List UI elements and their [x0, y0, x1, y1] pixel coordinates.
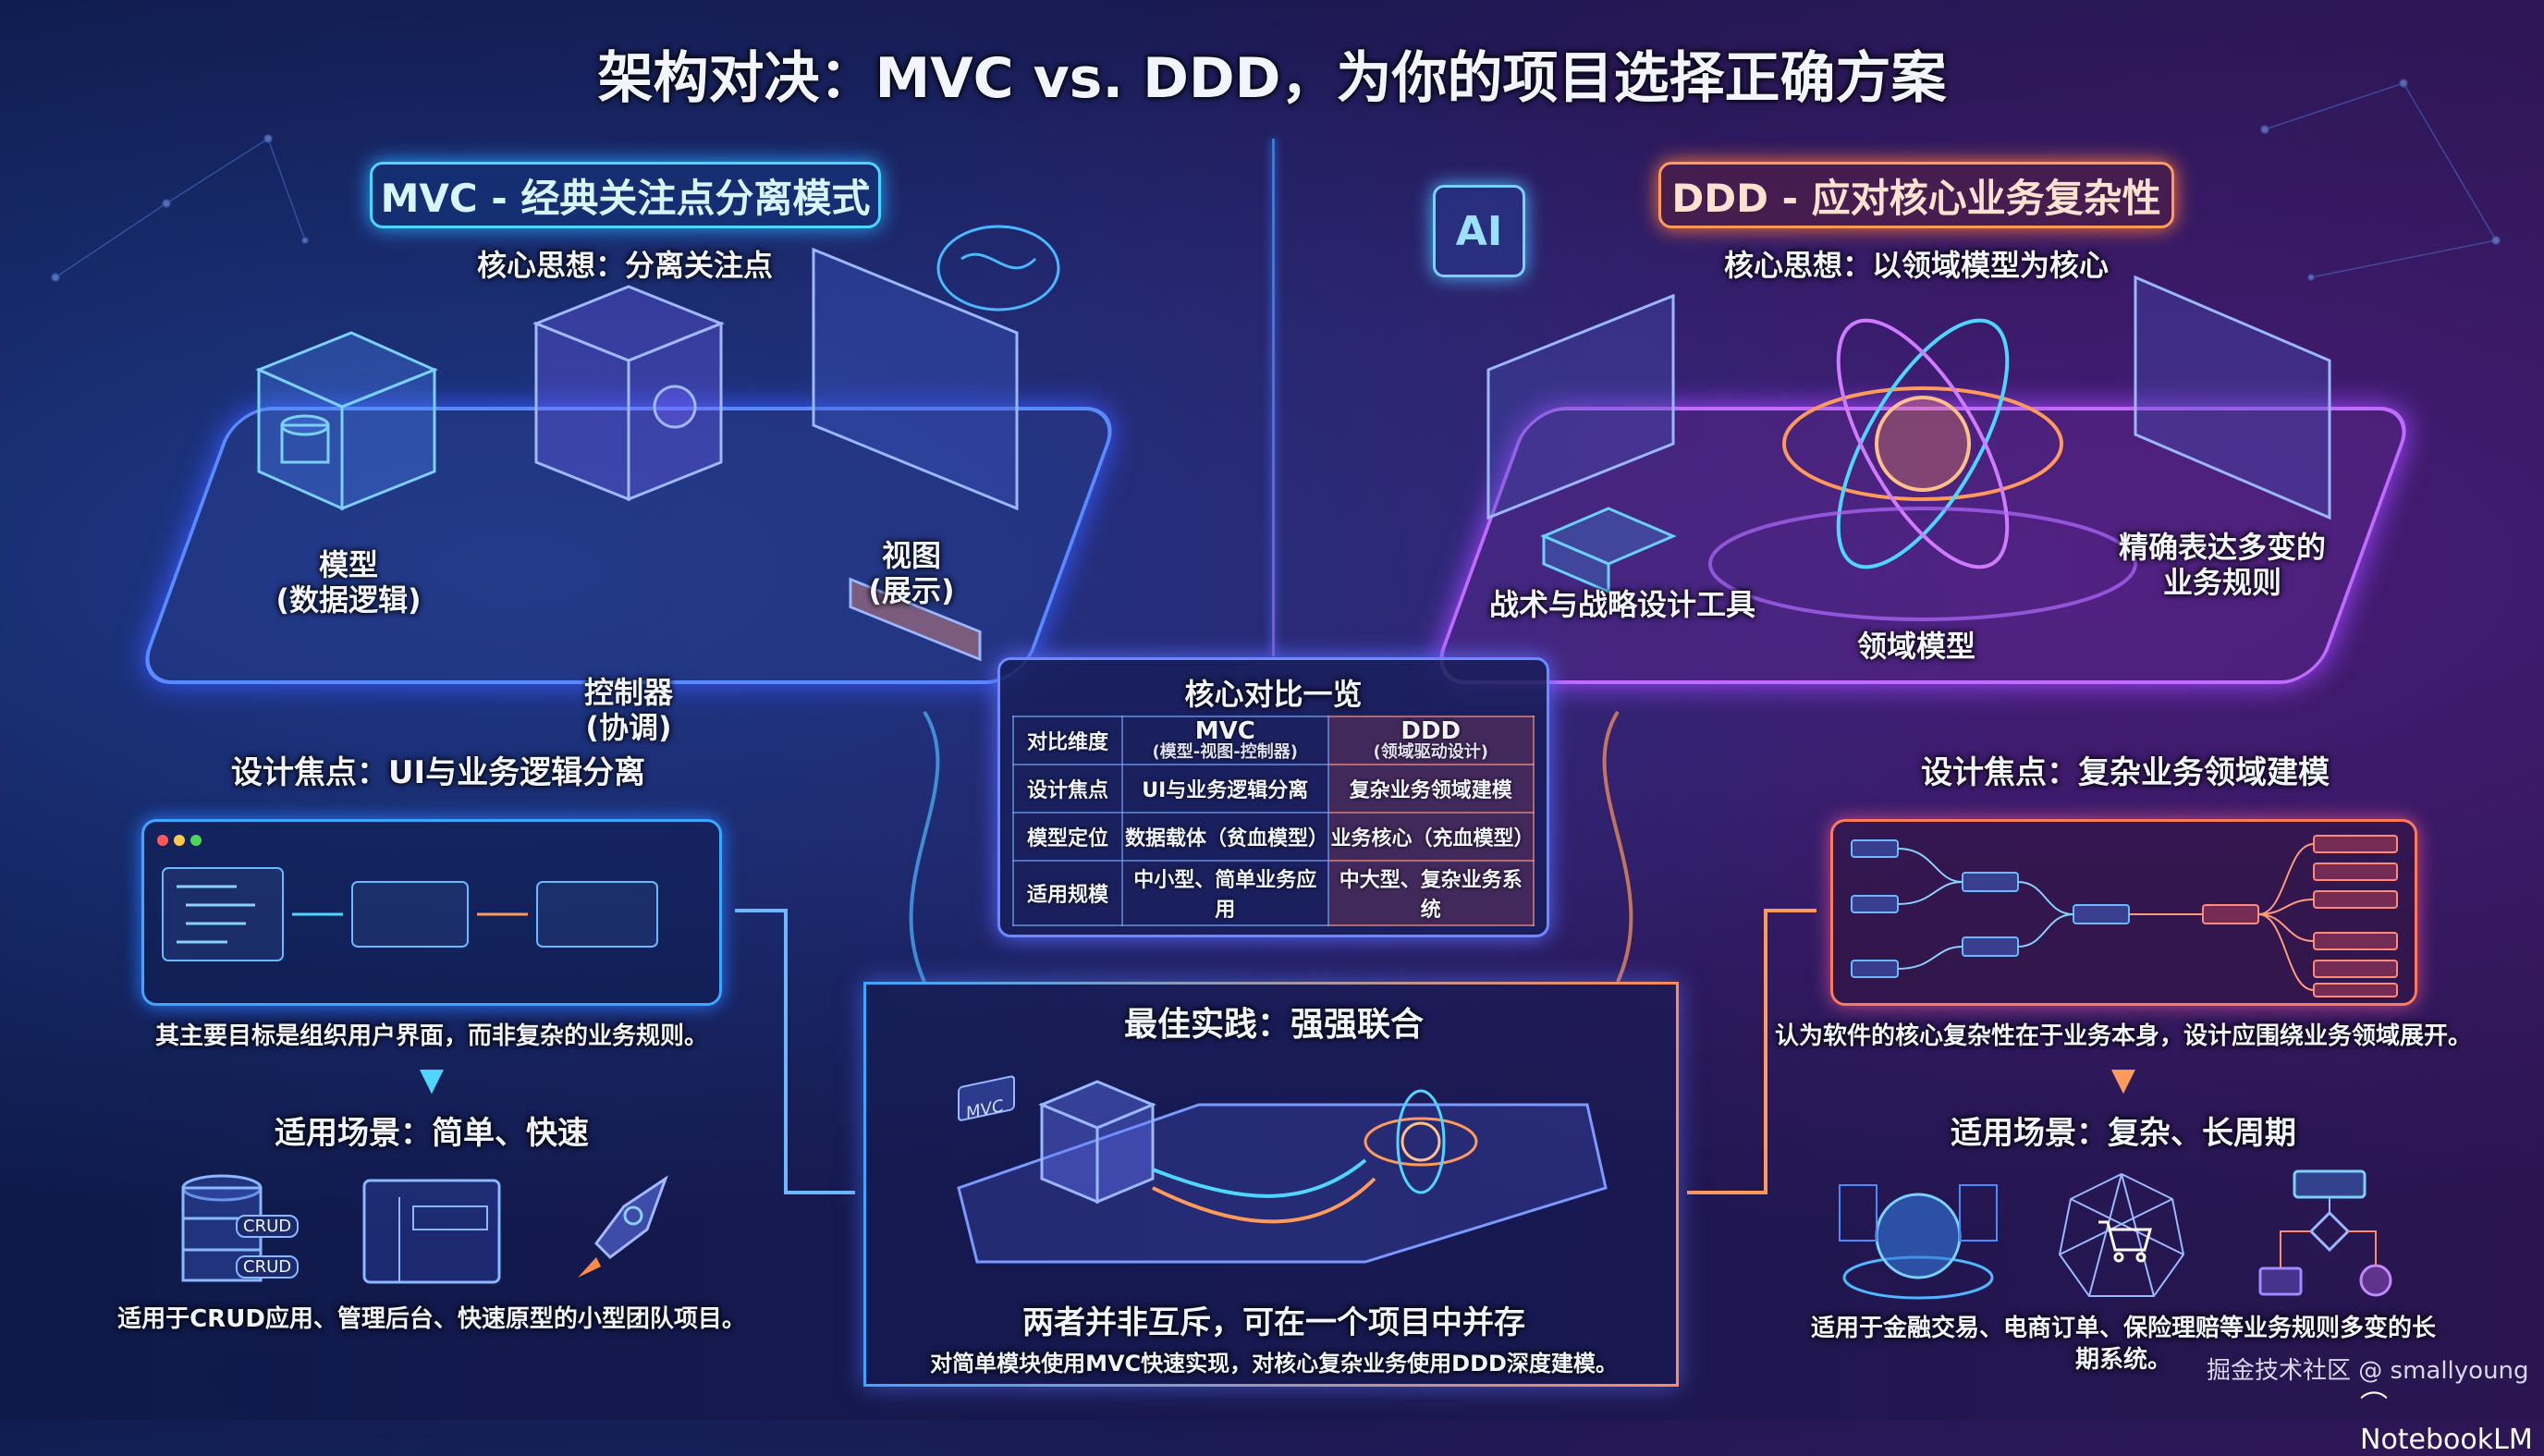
- controller-label-line1: 控制器: [583, 675, 674, 710]
- database-crud-icon: CRUD CRUD: [180, 1174, 300, 1290]
- view-label-line1: 视图: [881, 538, 942, 573]
- header-mvc-sub: (模型-视图-控制器): [1152, 742, 1298, 762]
- domain-model-label: 领域模型: [1856, 629, 1976, 664]
- best-practice-panel: 最佳实践：强强联合 MVC 两者并非互斥，可在一个项目中并存 对简单模块使用MV…: [863, 982, 1679, 1387]
- row-mvc-cell: 数据载体（贫血模型）: [1121, 812, 1329, 862]
- screen-panel-icon: [1486, 275, 2331, 520]
- combined-architecture-illustration: [957, 1075, 1608, 1264]
- table-header-row: 对比维度 MVC(模型-视图-控制器) DDD(领域驱动设计): [1012, 716, 1535, 765]
- best-practice-headline: 两者并非互斥，可在一个项目中并存: [1022, 1304, 1525, 1341]
- table-row: 适用规模中小型、简单业务应用中大型、复杂业务系统: [1012, 860, 1535, 926]
- mvc-illustration: [255, 225, 1060, 662]
- controller-label: 控制器(协调): [584, 675, 673, 745]
- view-screen-icon: [812, 247, 1019, 662]
- controller-label-line2: (协调): [585, 710, 672, 745]
- workflow-decision-icon: [2258, 1169, 2392, 1297]
- watermark: 掘金技术社区 @ smallyoung: [2207, 1357, 2529, 1385]
- domain-network-graphic: [1851, 835, 2398, 997]
- ddd-scenario-title: 适用场景：复杂、长周期: [1951, 1115, 2296, 1152]
- ecommerce-network-icon: [2058, 1172, 2185, 1297]
- ai-chip-icon: AI: [1433, 185, 1525, 277]
- ddd-description: 认为软件的核心复杂性在于业务本身，设计应围绕业务领域展开。: [1774, 1022, 2473, 1050]
- row-dimension: 设计焦点: [1012, 764, 1123, 814]
- shopping-cart-icon: [2098, 1220, 2152, 1263]
- view-label-line2: (展示): [868, 573, 955, 608]
- model-label-line1: 模型: [318, 547, 379, 582]
- domain-model-orb-icon: [1708, 318, 2137, 621]
- ddd-core-idea: 核心思想：以领域模型为核心: [1723, 248, 2110, 283]
- ddd-design-focus: 设计焦点：复杂业务领域建模: [1921, 754, 2330, 791]
- view-label: 视图(展示): [868, 538, 954, 608]
- rocket-icon: [578, 1175, 668, 1278]
- row-mvc-cell: 中小型、简单业务应用: [1121, 860, 1329, 926]
- row-dimension: 适用规模: [1012, 860, 1123, 926]
- ddd-scenario-caption-line1: 适用于金融交易、电商订单、保险理赔等业务规则多变的长: [1810, 1315, 2437, 1342]
- ddd-scenario-caption: 适用于金融交易、电商订单、保险理赔等业务规则多变的长期系统。: [1811, 1313, 2436, 1376]
- row-ddd-cell: 复杂业务领域建模: [1327, 764, 1535, 814]
- down-arrow-icon: ▼: [419, 1061, 445, 1098]
- best-practice-title: 最佳实践：强强联合: [1123, 1006, 1425, 1044]
- business-rules-line1: 精确表达多变的: [2118, 530, 2327, 565]
- ddd-header: DDD - 应对核心业务复杂性: [1658, 162, 2174, 228]
- comparison-panel: 核心对比一览 对比维度 MVC(模型-视图-控制器) DDD(领域驱动设计) 设…: [997, 657, 1549, 937]
- business-rules-line2: 业务规则: [2162, 565, 2282, 600]
- code-flow-graphic: [157, 835, 658, 961]
- constellation-decoration: [51, 79, 2501, 1194]
- row-dimension: 模型定位: [1012, 812, 1123, 862]
- header-mvc-label: MVC: [1194, 717, 1255, 745]
- crud-badge: CRUD: [236, 1215, 300, 1238]
- page-title: 架构对决：MVC vs. DDD，为你的项目选择正确方案: [597, 46, 1947, 111]
- mvc-header: MVC - 经典关注点分离模式: [370, 162, 881, 228]
- mvc-scenario-title: 适用场景：简单、快速: [275, 1115, 589, 1152]
- header-ddd-sub: (领域驱动设计): [1373, 742, 1488, 762]
- business-rules-label: 精确表达多变的业务规则: [2119, 530, 2326, 600]
- model-cube-icon: [255, 331, 438, 511]
- best-practice-detail: 对简单模块使用MVC快速实现，对核心复杂业务使用DDD深度建模。: [930, 1351, 1618, 1376]
- row-mvc-cell: UI与业务逻辑分离: [1121, 764, 1329, 814]
- crud-badge: CRUD: [236, 1255, 300, 1279]
- ddd-flow-diagram: [1830, 819, 2417, 1006]
- brain-icon: [936, 225, 1060, 312]
- model-label: 模型(数据逻辑): [275, 547, 421, 618]
- mvc-flow-diagram: [141, 819, 722, 1006]
- center-divider: [1272, 139, 1275, 656]
- notebooklm-logo-icon: ⌒: [2360, 1390, 2388, 1423]
- header-ddd-label: DDD: [1400, 717, 1462, 745]
- admin-dashboard-icon: [362, 1179, 501, 1284]
- ddd-scenario-caption-line2: 期系统。: [2074, 1346, 2172, 1374]
- mvc-core-idea: 核心思想：分离关注点: [476, 248, 774, 283]
- mvc-scenario-caption: 适用于CRUD应用、管理后台、快速原型的小型团队项目。: [117, 1305, 746, 1333]
- down-arrow-icon: ▼: [2110, 1061, 2136, 1098]
- header-mvc: MVC(模型-视图-控制器): [1121, 716, 1329, 765]
- tool-block-icon: [1540, 507, 1677, 594]
- header-ddd: DDD(领域驱动设计): [1327, 716, 1535, 765]
- model-label-line2: (数据逻辑): [275, 582, 422, 618]
- ddd-illustration: [1486, 275, 2331, 621]
- row-ddd-cell: 业务核心（充血模型）: [1327, 812, 1535, 862]
- brand-label: NotebookLM: [2360, 1424, 2533, 1456]
- tools-label: 战术与战略设计工具: [1488, 587, 1756, 622]
- comparison-title: 核心对比一览: [1184, 677, 1363, 712]
- table-row: 模型定位数据载体（贫血模型）业务核心（充血模型）: [1012, 812, 1535, 862]
- mvc-description: 其主要目标是组织用户界面，而非复杂的业务规则。: [154, 1022, 709, 1050]
- header-dimension: 对比维度: [1012, 716, 1123, 765]
- mvc-design-focus: 设计焦点：UI与业务逻辑分离: [230, 754, 646, 791]
- globe-finance-icon: [1839, 1184, 1998, 1300]
- row-ddd-cell: 中大型、复杂业务系统: [1327, 860, 1535, 926]
- center-cube-icon: [532, 285, 726, 502]
